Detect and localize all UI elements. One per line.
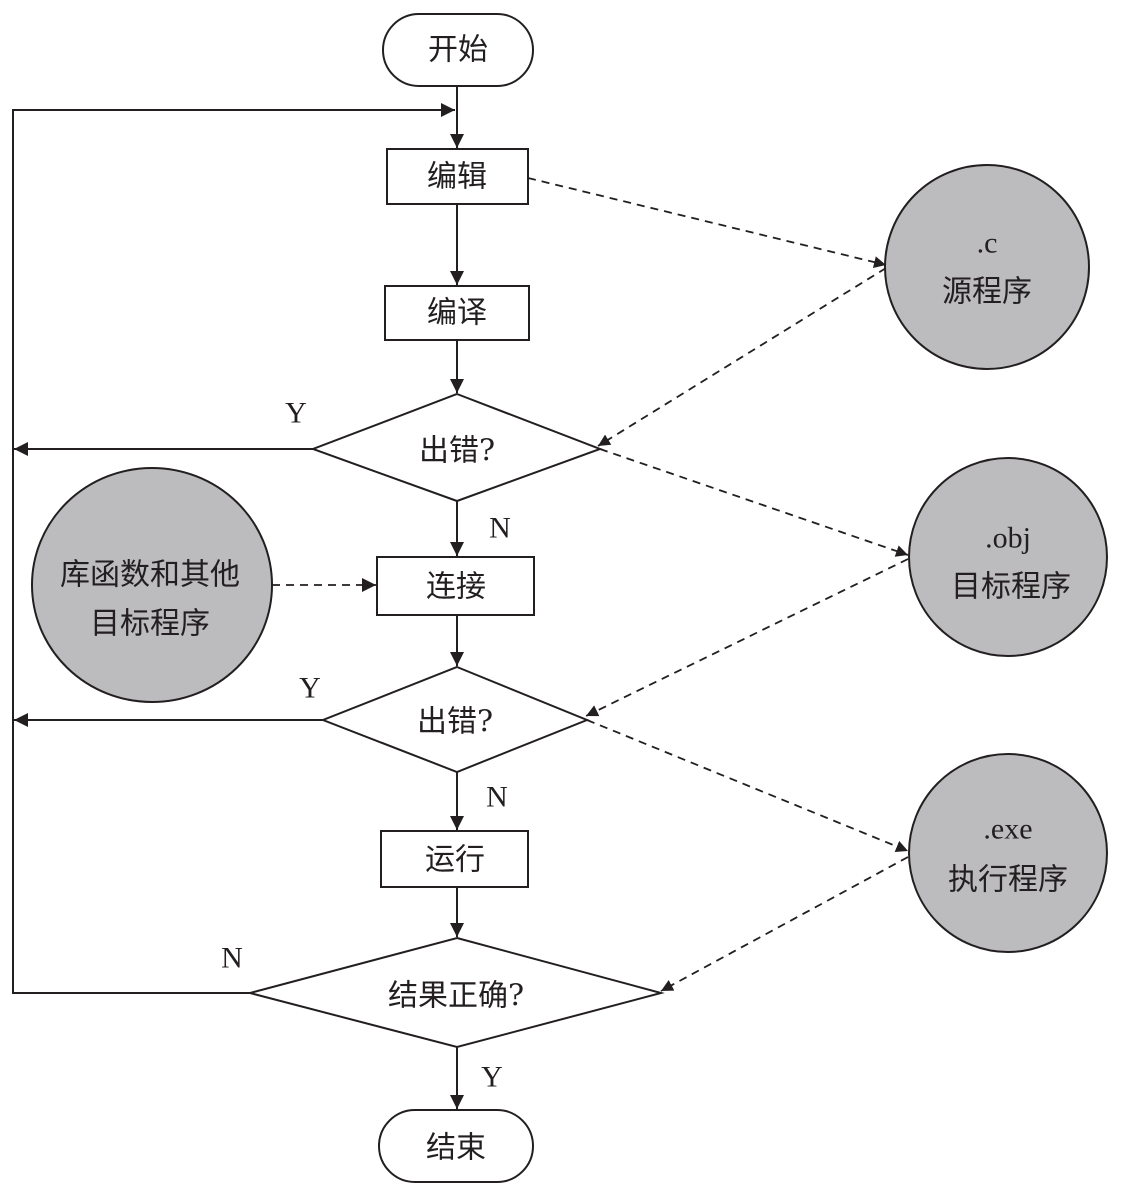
compile-error-label: 出错? (419, 434, 495, 469)
loop-back-line (12, 103, 455, 994)
link-process: 连接 (376, 556, 535, 616)
dashed-source-to-decision1 (597, 267, 887, 447)
object-file-node: .obj 目标程序 (908, 457, 1108, 657)
object-file-ext: .obj (985, 522, 1031, 555)
source-file-label: 源程序 (942, 275, 1032, 310)
library-label-line1: 库函数和其他 (60, 558, 240, 593)
source-file-ext: .c (977, 227, 998, 260)
branch-label-link-yes: Y (299, 672, 321, 705)
link-label: 连接 (426, 570, 486, 605)
compile-error-decision: 出错? (310, 392, 603, 503)
dashed-executable-to-decision3 (660, 856, 909, 992)
start-terminal: 开始 (382, 13, 534, 87)
dashed-decision1-to-object (599, 448, 909, 557)
branch-label-compile-yes: Y (285, 397, 307, 430)
result-correct-label: 结果正确? (388, 979, 524, 1014)
executable-file-ext: .exe (983, 813, 1032, 846)
result-correct-decision: 结果正确? (246, 936, 665, 1049)
link-error-label: 出错? (417, 705, 493, 740)
edit-label: 编辑 (427, 160, 487, 195)
end-terminal: 结束 (378, 1109, 534, 1183)
compile-process: 编译 (384, 285, 530, 341)
run-process: 运行 (380, 830, 529, 888)
branch-label-compile-no: N (489, 512, 511, 545)
run-label: 运行 (425, 843, 485, 878)
branch-label-result-yes: Y (481, 1061, 503, 1094)
compile-label: 编译 (427, 296, 487, 331)
dashed-object-to-decision2 (585, 558, 909, 717)
executable-file-label: 执行程序 (948, 863, 1068, 898)
library-label-line2: 目标程序 (90, 607, 210, 642)
link-error-decision: 出错? (320, 665, 590, 774)
branch-label-result-no: N (221, 942, 243, 975)
library-node: 库函数和其他 目标程序 (31, 467, 273, 703)
start-label: 开始 (428, 33, 488, 68)
source-file-node: .c 源程序 (884, 164, 1090, 370)
executable-file-node: .exe 执行程序 (908, 753, 1108, 953)
object-file-label: 目标程序 (951, 570, 1071, 605)
end-label: 结束 (426, 1131, 486, 1166)
dashed-edit-to-source (527, 177, 887, 268)
branch-label-link-no: N (486, 781, 508, 814)
edit-process: 编辑 (386, 148, 529, 205)
dashed-decision2-to-executable (586, 719, 909, 853)
